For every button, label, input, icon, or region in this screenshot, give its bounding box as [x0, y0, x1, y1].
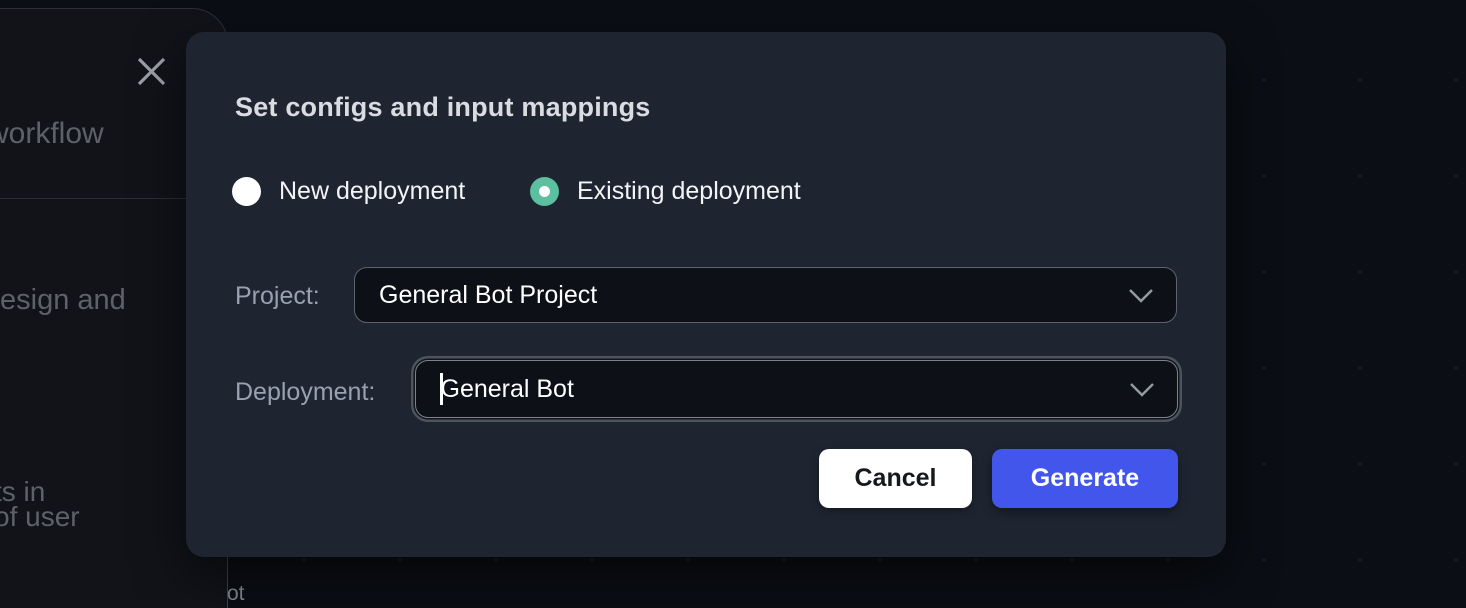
background-text-of-user: of user: [0, 501, 80, 532]
background-text-workflow: workflow: [0, 117, 104, 150]
radio-existing-deployment[interactable]: Existing deployment: [530, 177, 801, 206]
close-icon: [136, 56, 167, 87]
radio-new-deployment[interactable]: New deployment: [232, 177, 465, 206]
background-text-ts-in: ts in: [0, 476, 46, 507]
generate-button[interactable]: Generate: [992, 449, 1178, 508]
deployment-type-radio-group: New deployment Existing deployment: [186, 177, 1226, 209]
cancel-button[interactable]: Cancel: [819, 449, 972, 508]
dialog-title: Set configs and input mappings: [235, 92, 651, 122]
chevron-down-icon: [1128, 288, 1154, 303]
chevron-down-icon: [1129, 382, 1155, 397]
workflow-connector-line: [227, 556, 228, 608]
set-configs-dialog: Set configs and input mappings New deplo…: [186, 32, 1226, 557]
close-button[interactable]: [134, 54, 168, 88]
text-cursor: [440, 373, 443, 405]
radio-new-deployment-label: New deployment: [279, 177, 466, 205]
background-text-bot: ot: [227, 582, 245, 605]
deployment-label: Deployment:: [235, 378, 376, 406]
background-text-design-and: esign and: [0, 284, 126, 316]
project-label: Project:: [235, 282, 320, 310]
deployment-dropdown[interactable]: General Bot: [415, 360, 1178, 418]
radio-existing-deployment-label: Existing deployment: [577, 177, 801, 205]
project-dropdown[interactable]: General Bot Project: [354, 267, 1177, 323]
deployment-dropdown-value: General Bot: [440, 374, 574, 403]
project-dropdown-value: General Bot Project: [379, 280, 598, 309]
radio-circle-selected-icon[interactable]: [530, 177, 559, 206]
radio-circle-icon[interactable]: [232, 177, 261, 206]
background-panel-divider: [0, 198, 227, 199]
